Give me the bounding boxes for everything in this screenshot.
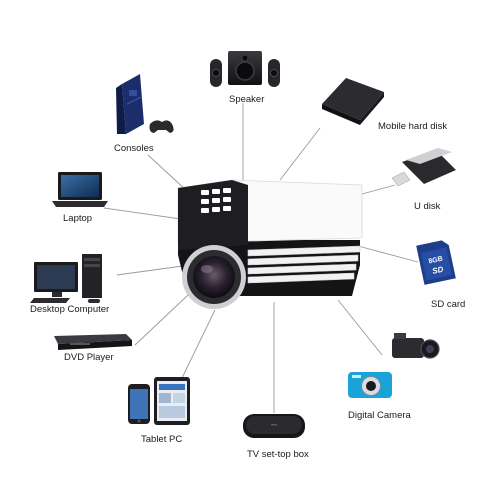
line-tablet xyxy=(181,309,216,379)
line-camera xyxy=(337,299,383,356)
line-desktop xyxy=(116,264,191,276)
sd-card-logo: SD xyxy=(431,265,444,276)
set-top-box-icon xyxy=(243,414,305,438)
label-tablet-pc: Tablet PC xyxy=(141,434,183,445)
hard-disk-icon xyxy=(322,78,384,125)
line-dvd xyxy=(134,294,189,346)
laptop-icon xyxy=(52,172,108,207)
digital-camera-icon xyxy=(348,333,440,398)
connector-lines xyxy=(103,103,419,413)
label-u-disk: U disk xyxy=(414,201,441,212)
vent-stripes xyxy=(247,245,361,284)
label-dvd-player: DVD Player xyxy=(64,352,114,363)
mini-projector xyxy=(177,179,363,309)
usb-flash-drive-icon xyxy=(391,148,456,187)
sd-card-capacity: 8GB xyxy=(428,256,444,266)
label-mobile-hard-disk: Mobile hard disk xyxy=(378,121,448,132)
label-desktop-computer: Desktop Computer xyxy=(30,304,110,315)
line-mobile-hard-disk xyxy=(279,127,321,181)
label-tv-set-top-box: TV set-top box xyxy=(247,449,309,460)
label-sd-card: SD card xyxy=(431,299,466,310)
label-consoles: Consoles xyxy=(114,143,154,154)
control-buttons xyxy=(201,188,231,213)
sd-card-icon: 8GB SD xyxy=(416,240,456,285)
line-laptop xyxy=(103,207,189,221)
label-laptop: Laptop xyxy=(63,213,93,224)
projector-lens xyxy=(182,245,246,309)
speaker-icon xyxy=(210,51,280,87)
game-console-icon xyxy=(116,74,174,134)
tablet-icon xyxy=(128,377,190,425)
label-digital-camera: Digital Camera xyxy=(348,410,411,421)
dvd-player-icon xyxy=(54,334,132,350)
line-sd-card xyxy=(357,245,419,263)
label-speaker: Speaker xyxy=(229,94,265,105)
desktop-computer-icon xyxy=(30,254,102,303)
